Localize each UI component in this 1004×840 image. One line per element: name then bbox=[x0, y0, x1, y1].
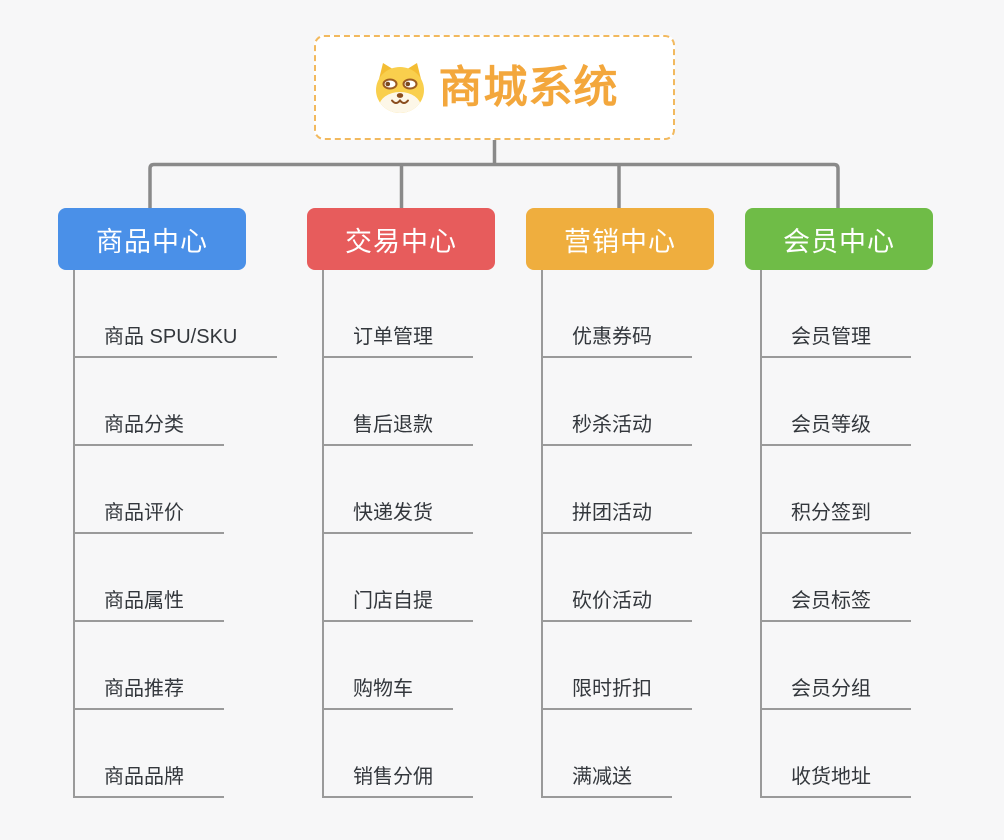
child-row: 拼团活动 bbox=[543, 446, 692, 534]
child-row: 会员分组 bbox=[762, 622, 911, 710]
child-node[interactable]: 限时折扣 bbox=[543, 676, 692, 710]
child-row: 限时折扣 bbox=[543, 622, 692, 710]
child-row: 优惠券码 bbox=[543, 270, 692, 358]
child-row: 积分签到 bbox=[762, 446, 911, 534]
child-node[interactable]: 商品分类 bbox=[75, 412, 224, 446]
child-row: 订单管理 bbox=[324, 270, 473, 358]
child-row: 商品 SPU/SKU bbox=[75, 270, 278, 358]
branch-children: 会员管理 会员等级 积分签到 会员标签 会员分组 收货地址 bbox=[760, 270, 911, 798]
branch-column: 商品中心 商品 SPU/SKU 商品分类 商品评价 商品属性 商品推荐 商品品牌 bbox=[58, 208, 318, 798]
child-row: 商品推荐 bbox=[75, 622, 277, 710]
child-node[interactable]: 售后退款 bbox=[324, 412, 473, 446]
child-node[interactable]: 拼团活动 bbox=[543, 500, 692, 534]
child-node[interactable]: 商品评价 bbox=[75, 500, 224, 534]
child-row: 商品分类 bbox=[75, 358, 277, 446]
branch-header-marketing[interactable]: 营销中心 bbox=[526, 208, 714, 270]
child-node[interactable]: 优惠券码 bbox=[543, 324, 692, 358]
child-row: 会员等级 bbox=[762, 358, 911, 446]
child-row: 砍价活动 bbox=[543, 534, 692, 622]
child-node[interactable]: 商品属性 bbox=[75, 588, 224, 622]
branch-header-trade[interactable]: 交易中心 bbox=[307, 208, 495, 270]
branch-column: 会员中心 会员管理 会员等级 积分签到 会员标签 会员分组 收货地址 bbox=[745, 208, 1004, 798]
child-node[interactable]: 商品品牌 bbox=[75, 764, 224, 798]
child-node[interactable]: 砍价活动 bbox=[543, 588, 692, 622]
branch-column: 营销中心 优惠券码 秒杀活动 拼团活动 砍价活动 限时折扣 满减送 bbox=[526, 208, 786, 798]
child-node[interactable]: 会员管理 bbox=[762, 324, 911, 358]
child-row: 商品评价 bbox=[75, 446, 277, 534]
child-row: 销售分佣 bbox=[324, 710, 473, 798]
branch-column: 交易中心 订单管理 售后退款 快递发货 门店自提 购物车 销售分佣 bbox=[307, 208, 567, 798]
child-node[interactable]: 积分签到 bbox=[762, 500, 911, 534]
child-row: 收货地址 bbox=[762, 710, 911, 798]
child-node[interactable]: 秒杀活动 bbox=[543, 412, 692, 446]
branch-children: 订单管理 售后退款 快递发货 门店自提 购物车 销售分佣 bbox=[322, 270, 473, 798]
child-row: 快递发货 bbox=[324, 446, 473, 534]
child-row: 秒杀活动 bbox=[543, 358, 692, 446]
child-row: 会员标签 bbox=[762, 534, 911, 622]
child-node[interactable]: 商品推荐 bbox=[75, 676, 224, 710]
child-node[interactable]: 会员等级 bbox=[762, 412, 911, 446]
child-row: 会员管理 bbox=[762, 270, 911, 358]
child-node[interactable]: 快递发货 bbox=[324, 500, 473, 534]
shiba-dog-icon bbox=[371, 62, 429, 114]
branch-header-members[interactable]: 会员中心 bbox=[745, 208, 933, 270]
child-node[interactable]: 收货地址 bbox=[762, 764, 911, 798]
child-node[interactable]: 门店自提 bbox=[324, 588, 473, 622]
child-node[interactable]: 订单管理 bbox=[324, 324, 473, 358]
child-node[interactable]: 购物车 bbox=[324, 676, 453, 710]
child-row: 门店自提 bbox=[324, 534, 473, 622]
child-node[interactable]: 会员分组 bbox=[762, 676, 911, 710]
child-node[interactable]: 销售分佣 bbox=[324, 764, 473, 798]
child-row: 商品品牌 bbox=[75, 710, 277, 798]
branch-children: 优惠券码 秒杀活动 拼团活动 砍价活动 限时折扣 满减送 bbox=[541, 270, 692, 798]
child-node[interactable]: 满减送 bbox=[543, 764, 672, 798]
root-title: 商城系统 bbox=[438, 62, 619, 112]
child-row: 商品属性 bbox=[75, 534, 277, 622]
child-node[interactable]: 会员标签 bbox=[762, 588, 911, 622]
child-row: 售后退款 bbox=[324, 358, 473, 446]
branch-header-products[interactable]: 商品中心 bbox=[58, 208, 246, 270]
root-node[interactable]: 商城系统 bbox=[314, 35, 675, 140]
child-row: 满减送 bbox=[543, 710, 692, 798]
child-row: 购物车 bbox=[324, 622, 473, 710]
branch-children: 商品 SPU/SKU 商品分类 商品评价 商品属性 商品推荐 商品品牌 bbox=[73, 270, 278, 798]
child-node[interactable]: 商品 SPU/SKU bbox=[75, 324, 278, 358]
